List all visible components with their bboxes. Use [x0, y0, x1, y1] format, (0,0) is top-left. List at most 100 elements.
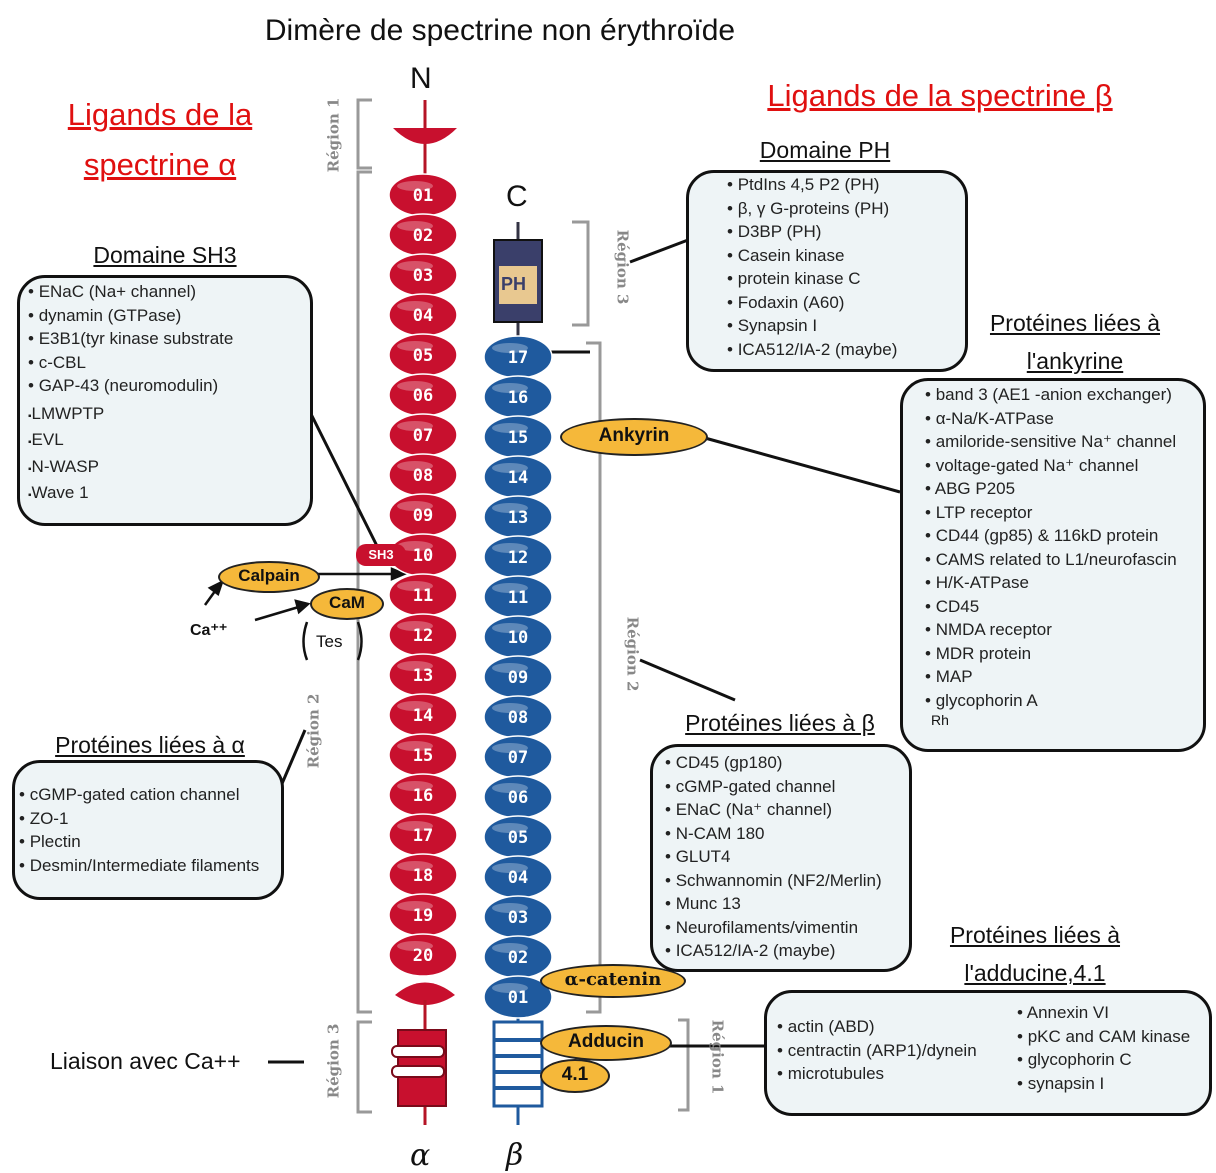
alpha-protein-item: cGMP-gated cation channel: [19, 783, 281, 807]
alpha-repeat-label: 04: [413, 306, 433, 326]
beta-repeat-label: 15: [508, 428, 528, 448]
alpha-protein-item: Plectin: [19, 830, 281, 854]
beta-repeat-label: 17: [508, 348, 528, 368]
beta-protein-item: GLUT4: [665, 845, 909, 869]
sh3-ligands-box: ENaC (Na+ channel)dynamin (GTPase)E3B1(t…: [17, 275, 313, 526]
alpha-repeat-label: 12: [413, 626, 433, 646]
beta-repeat-label: 10: [508, 628, 528, 648]
beta-repeat-label: 06: [508, 788, 528, 808]
alpha-n-terminal: [393, 128, 457, 144]
ankyrin-protein-list: band 3 (AE1 -anion exchanger)α-Na/K-ATPa…: [903, 381, 1203, 712]
ankyrin-proteins-title-line2: l'ankyrine: [970, 342, 1180, 380]
ankyrin-proteins-box: band 3 (AE1 -anion exchanger)α-Na/K-ATPa…: [900, 378, 1206, 752]
ankyrin-protein-item: ABG P205: [925, 477, 1203, 501]
c-terminal-label: C: [506, 180, 528, 214]
ph-ligand-item: β, γ G-proteins (PH): [727, 197, 965, 221]
ph-ligand-item: Synapsin I: [727, 314, 965, 338]
bracket-region3-beta: [572, 222, 588, 325]
adducin-protein-item: actin (ABD): [777, 1015, 977, 1039]
beta-repeat-label: 13: [508, 508, 528, 528]
ankyrin-extra-item: Rh: [903, 712, 1203, 728]
alpha-protein-list: cGMP-gated cation channelZO-1PlectinDesm…: [15, 763, 281, 877]
adducin-list-col2: Annexin VIpKC and CAM kinaseglycophorin …: [1017, 1001, 1190, 1095]
beta-chain-label: β: [506, 1138, 523, 1173]
ph-ligand-list: PtdIns 4,5 P2 (PH)β, γ G-proteins (PH)D3…: [689, 173, 965, 361]
region1-beta-label: Région 1: [708, 1020, 726, 1095]
ph-ligand-item: Casein kinase: [727, 244, 965, 268]
beta-repeat-label: 09: [508, 668, 528, 688]
ankyrin-protein-item: CD45: [925, 595, 1203, 619]
ph-ligand-item: ICA512/IA-2 (maybe): [727, 338, 965, 362]
alpha-repeat-label: 20: [413, 946, 433, 966]
sh3-ligand-item: E3B1(tyr kinase substrate: [28, 327, 310, 351]
region1-alpha-label: Région 1: [324, 98, 342, 173]
beta-protein-item: Neurofilaments/vimentin: [665, 916, 909, 940]
ankyrin-protein-item: MDR protein: [925, 642, 1203, 666]
bracket-region1-beta: [678, 1020, 688, 1110]
beta-protein-item: CD45 (gp180): [665, 751, 909, 775]
beta-repeat-label: 11: [508, 588, 528, 608]
beta-repeat-label: 05: [508, 828, 528, 848]
sh3-ligand-item: N-WASP: [28, 455, 310, 482]
adducin-proteins-title-line2: l'adducine,4.1: [935, 954, 1135, 992]
alpha-repeat-label: 05: [413, 346, 433, 366]
alpha-repeat-label: 14: [413, 706, 433, 726]
beta-repeat-label: 14: [508, 468, 528, 488]
alpha-repeat-label: 18: [413, 866, 433, 886]
alpha-repeat-label: 09: [413, 506, 433, 526]
adducin-protein-item: pKC and CAM kinase: [1017, 1025, 1190, 1049]
alpha-chain-label: α: [410, 1138, 430, 1173]
alpha-repeat-label: 08: [413, 466, 433, 486]
ankyrin-proteins-title: Protéines liées à l'ankyrine: [970, 304, 1180, 380]
beta-protein-item: cGMP-gated channel: [665, 775, 909, 799]
protein-4-1-ligand: 4.1: [540, 1059, 610, 1093]
cam-ligand: CaM: [310, 588, 384, 620]
sh3-ligand-item: EVL: [28, 428, 310, 455]
beta-proteins-title: Protéines liées à β: [670, 710, 890, 737]
ankyrin-protein-item: band 3 (AE1 -anion exchanger): [925, 383, 1203, 407]
adducin-protein-item: glycophorin C: [1017, 1048, 1190, 1072]
sh3-ligand-item: GAP-43 (neuromodulin): [28, 374, 310, 398]
sh3-box-title: Domaine SH3: [60, 242, 270, 269]
alpha-proteins-title: Protéines liées à α: [40, 732, 260, 759]
ankyrin-protein-item: voltage-gated Na⁺ channel: [925, 454, 1203, 478]
beta-repeat-label: 16: [508, 388, 528, 408]
alpha-repeat-label: 15: [413, 746, 433, 766]
adducin-list-col1: actin (ABD)centractin (ARP1)/dyneinmicro…: [777, 1015, 977, 1086]
beta-protein-list: CD45 (gp180)cGMP-gated channelENaC (Na⁺ …: [653, 747, 909, 963]
ankyrin-protein-item: MAP: [925, 665, 1203, 689]
beta-repeat-label: 04: [508, 868, 528, 888]
ph-ligand-item: protein kinase C: [727, 267, 965, 291]
beta-repeat-label: 03: [508, 908, 528, 928]
ankyrin-protein-item: α-Na/K-ATPase: [925, 407, 1203, 431]
region3-beta-label: Région 3: [613, 230, 631, 305]
sh3-ligand-list-2: LMWPTPEVLN-WASPWave 1: [20, 398, 310, 508]
ph-ligand-item: Fodaxin (A60): [727, 291, 965, 315]
alpha-repeat-label: 02: [413, 226, 433, 246]
region2-alpha-label: Région 2: [304, 694, 322, 769]
alpha-repeat-label: 01: [413, 186, 433, 206]
calcium-label: Ca⁺⁺: [190, 620, 227, 640]
sh3-ligand-item: Wave 1: [28, 481, 310, 508]
sh3-ligand-item: LMWPTP: [28, 402, 310, 429]
alpha-repeat-label: 17: [413, 826, 433, 846]
ph-box-title: Domaine PH: [730, 137, 920, 164]
beta-repeat-label: 02: [508, 948, 528, 968]
bracket-region3-alpha: [358, 1022, 372, 1112]
adducin-protein-item: centractin (ARP1)/dynein: [777, 1039, 977, 1063]
adducin-proteins-title: Protéines liées à l'adducine,4.1: [935, 916, 1135, 992]
n-terminal-label: N: [410, 62, 432, 96]
sh3-domain-tag: SH3: [356, 544, 406, 566]
adducin-protein-item: microtubules: [777, 1062, 977, 1086]
ankyrin-protein-item: LTP receptor: [925, 501, 1203, 525]
alpha-protein-item: Desmin/Intermediate filaments: [19, 854, 281, 878]
beta-repeat-label: 08: [508, 708, 528, 728]
ankyrin-ligand: Ankyrin: [560, 418, 708, 456]
beta-protein-item: Munc 13: [665, 892, 909, 916]
alpha-repeat-label: 07: [413, 426, 433, 446]
beta-protein-item: ENaC (Na⁺ channel): [665, 798, 909, 822]
alpha-repeat-label: 10: [413, 546, 433, 566]
ankyrin-protein-item: CAMS related to L1/neurofascin: [925, 548, 1203, 572]
ankyrin-protein-item: H/K-ATPase: [925, 571, 1203, 595]
beta-repeat-label: 07: [508, 748, 528, 768]
